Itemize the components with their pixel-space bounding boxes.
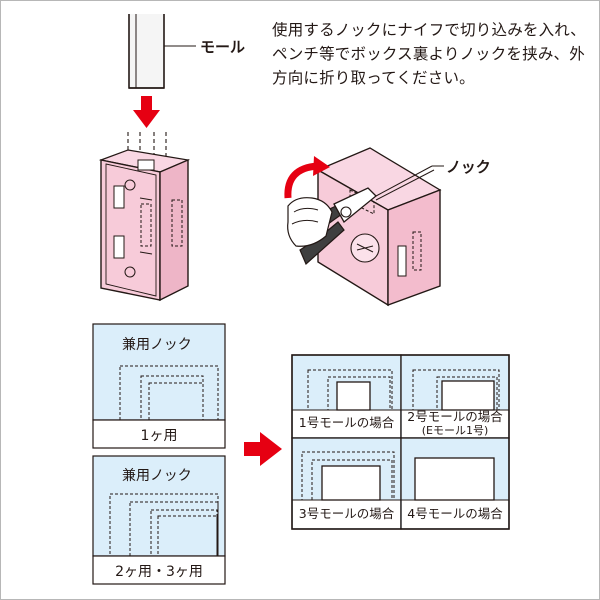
cell-2go-cutout	[412, 369, 500, 411]
cell-2go-subcaption: (Eモール1号)	[421, 424, 489, 437]
outlet-box-1	[98, 149, 191, 302]
panel-2ka-3ka-title: 兼用ノック	[122, 468, 192, 484]
cell-3go-caption: 3号モールの場合	[298, 506, 395, 521]
cell-1go-cutout	[307, 369, 393, 411]
mall-label: モール	[200, 38, 246, 56]
knock-label: ノック	[446, 158, 491, 176]
down-arrow-icon	[133, 96, 160, 128]
pliers-icon	[287, 187, 377, 266]
panel-1ka-title: 兼用ノック	[122, 337, 192, 353]
cell-2go-caption: 2号モールの場合	[407, 409, 503, 424]
cell-4go-cutout	[414, 457, 495, 501]
right-arrow-icon	[244, 432, 282, 466]
cell-4go-caption: 4号モールの場合	[407, 506, 503, 521]
cell-1go-caption: 1号モールの場合	[298, 415, 395, 430]
cell-3go-cutout	[301, 451, 395, 501]
mall-strip	[128, 14, 196, 89]
knock-panel-2ka-3ka	[92, 455, 226, 585]
panel-2ka-3ka-caption: 2ヶ用・3ヶ用	[115, 564, 203, 580]
instruction-text: 使用するノックにナイフで切り込みを入れ、ペンチ等でボックス裏よりノックを挟み、外…	[272, 21, 586, 87]
knock-leader-line	[375, 165, 444, 197]
rotate-arrow-icon	[284, 156, 330, 199]
knock-panel-1ka	[92, 323, 226, 449]
panel-1ka-caption: 1ヶ用	[140, 428, 178, 444]
